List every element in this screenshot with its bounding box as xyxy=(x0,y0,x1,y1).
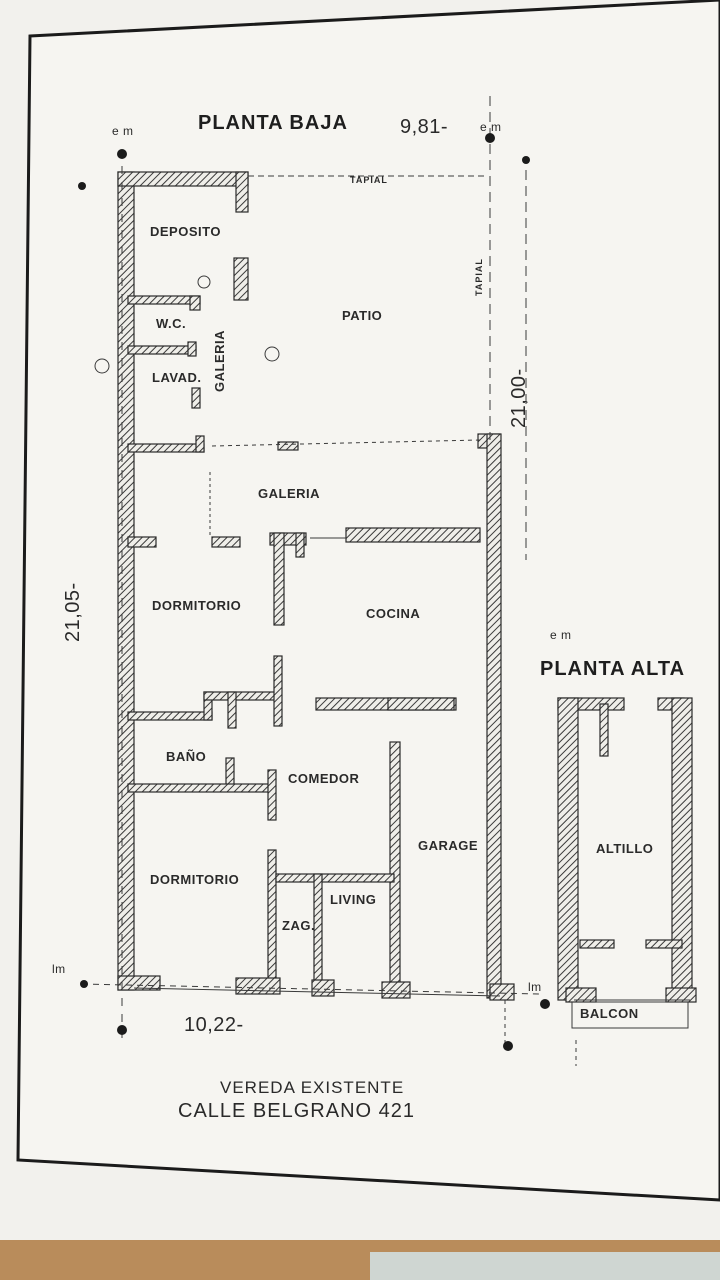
marker-em-2: e m xyxy=(480,120,502,134)
marker-em-3: e m xyxy=(550,628,572,642)
room-label-galeria-vertical: GALERIA xyxy=(212,330,227,392)
label-tapial-top: TAPIAL xyxy=(350,175,388,185)
bottom-width-dimension: 10,22- xyxy=(184,1014,244,1036)
label-tapial-side: TAPIAL xyxy=(474,258,484,296)
room-label-bano: BAÑO xyxy=(166,749,207,764)
planta-baja-walls xyxy=(117,171,515,1001)
room-label-comedor: COMEDOR xyxy=(288,771,360,786)
marker-em-1: e m xyxy=(112,124,134,138)
planta-baja-title: PLANTA BAJA xyxy=(198,112,348,134)
room-label-galeria: GALERIA xyxy=(258,486,320,501)
room-label-garage: GARAGE xyxy=(418,838,479,853)
top-width-dimension: 9,81- xyxy=(400,116,449,138)
room-label-deposito: DEPOSITO xyxy=(150,224,221,239)
room-label-altillo: ALTILLO xyxy=(596,841,654,856)
marker-lm-1: lm xyxy=(52,962,66,976)
street-address: CALLE BELGRANO 421 xyxy=(178,1100,415,1122)
left-depth-dimension: 21,05- xyxy=(62,582,84,642)
room-label-patio: PATIO xyxy=(342,308,383,323)
planta-alta-walls xyxy=(557,697,697,1003)
guide-lines xyxy=(81,96,690,1066)
room-label-lavadero: LAVAD. xyxy=(152,370,202,385)
vereda-label: VEREDA EXISTENTE xyxy=(220,1078,405,1097)
planta-alta-title: PLANTA ALTA xyxy=(540,658,686,680)
axis-circles xyxy=(94,275,280,374)
room-label-balcon: BALCON xyxy=(580,1006,639,1021)
room-label-living: LIVING xyxy=(330,892,377,907)
marker-lm-2: lm xyxy=(528,980,542,994)
survey-markers xyxy=(78,133,550,1051)
room-label-dormitorio-2: DORMITORIO xyxy=(150,872,240,887)
room-label-wc: W.C. xyxy=(156,316,187,331)
room-label-cocina: COCINA xyxy=(366,606,421,621)
right-depth-dimension: 21,00- xyxy=(508,368,530,428)
room-label-zaguan: ZAG. xyxy=(282,918,316,933)
room-label-dormitorio-1: DORMITORIO xyxy=(152,598,242,613)
